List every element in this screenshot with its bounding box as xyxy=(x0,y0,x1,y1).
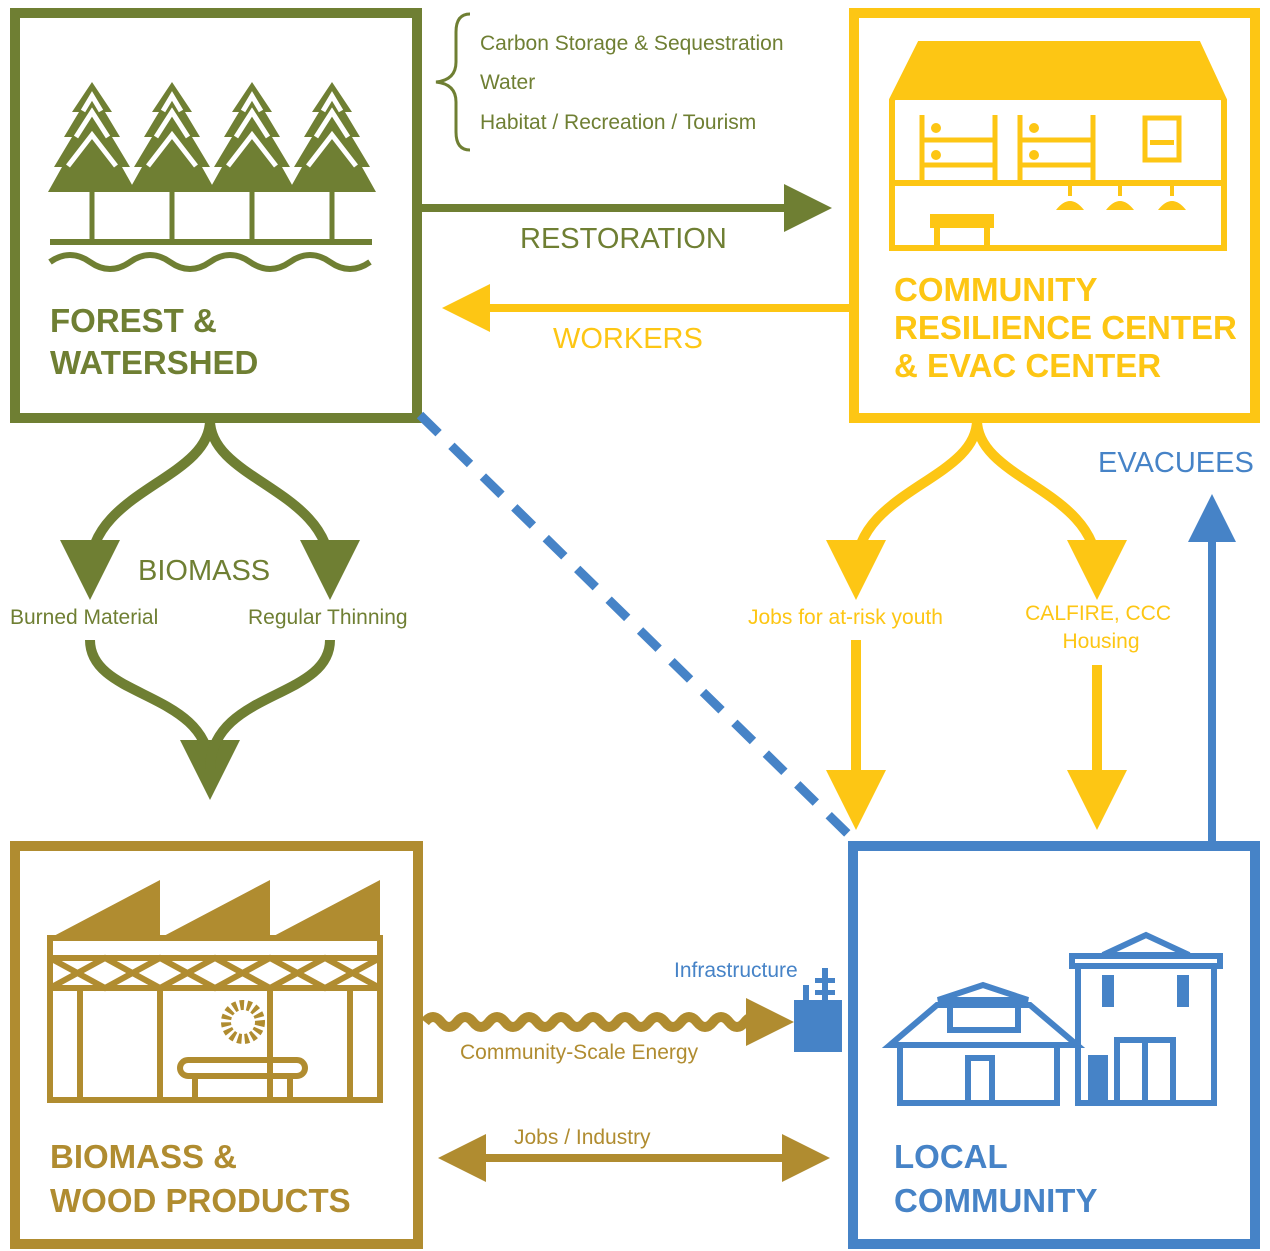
forest-watershed-box: FOREST & WATERSHED xyxy=(10,8,422,423)
calfire-line-2: Housing xyxy=(1062,630,1139,653)
window-right xyxy=(1177,975,1189,1007)
forest-title: FOREST & WATERSHED xyxy=(50,302,258,381)
jobs-industry-label: Jobs / Industry xyxy=(514,1126,651,1149)
infrastructure-label: Infrastructure xyxy=(674,959,798,982)
community-title-line-1: LOCAL xyxy=(894,1138,1007,1175)
factory-icon xyxy=(47,880,383,1103)
evacuees-label: EVACUEES xyxy=(1098,447,1254,479)
forest-title-line-1: FOREST & xyxy=(50,302,217,339)
benefits-brace xyxy=(435,12,471,152)
infrastructure-icon xyxy=(794,968,842,1052)
side-door xyxy=(1088,1055,1108,1103)
biomass-title-line-1: BIOMASS & xyxy=(50,1138,237,1175)
restoration-label: RESTORATION xyxy=(520,223,727,255)
forest-title-line-2: WATERSHED xyxy=(50,344,258,381)
biomass-wood-box: BIOMASS & WOOD PRODUCTS xyxy=(10,841,423,1249)
shelter-building-icon xyxy=(889,41,1227,251)
resilience-title: COMMUNITY RESILIENCE CENTER & EVAC CENTE… xyxy=(894,271,1246,384)
local-community-box: LOCAL COMMUNITY xyxy=(848,841,1260,1249)
energy-arrow: Community-Scale Energy xyxy=(421,998,794,1064)
jobs-youth-label: Jobs for at-risk youth xyxy=(748,606,943,629)
pine-trees-and-water-icon xyxy=(48,82,376,272)
biomass-split-arrows xyxy=(60,419,360,800)
regular-thinning-label: Regular Thinning xyxy=(248,606,408,629)
benefit-water: Water xyxy=(480,71,535,94)
resilience-center-box: COMMUNITY RESILIENCE CENTER & EVAC CENTE… xyxy=(849,8,1260,423)
restoration-arrow: RESTORATION xyxy=(420,184,832,255)
biomass-title-line-2: WOOD PRODUCTS xyxy=(50,1182,351,1219)
energy-label: Community-Scale Energy xyxy=(460,1041,699,1064)
resilience-title-line-2: RESILIENCE CENTER xyxy=(894,309,1237,346)
benefit-habitat: Habitat / Recreation / Tourism xyxy=(480,111,756,134)
calfire-line-1: CALFIRE, CCC xyxy=(1025,602,1171,625)
burned-material-label: Burned Material xyxy=(10,606,158,629)
resilience-title-line-3: & EVAC CENTER xyxy=(894,347,1161,384)
community-title: LOCAL COMMUNITY xyxy=(894,1138,1097,1219)
resilience-split-arrows xyxy=(826,419,1127,830)
biomass-title: BIOMASS & WOOD PRODUCTS xyxy=(50,1138,351,1219)
window-left xyxy=(1102,975,1114,1007)
resilience-title-line-1: COMMUNITY xyxy=(894,271,1097,308)
workers-arrow: WORKERS xyxy=(442,284,852,355)
houses-icon xyxy=(881,931,1223,1106)
community-title-line-2: COMMUNITY xyxy=(894,1182,1097,1219)
forest-benefits: Carbon Storage & Sequestration Water Hab… xyxy=(435,12,784,152)
evacuees-arrow: EVACUEES xyxy=(1098,447,1254,845)
workers-label: WORKERS xyxy=(553,323,703,355)
jobs-industry-arrow: Jobs / Industry xyxy=(438,1126,830,1182)
calfire-label: CALFIRE, CCC Housing xyxy=(1025,602,1177,653)
forest-community-dashed-link xyxy=(416,411,856,842)
biomass-label: BIOMASS xyxy=(138,555,270,587)
benefit-carbon: Carbon Storage & Sequestration xyxy=(480,32,784,55)
